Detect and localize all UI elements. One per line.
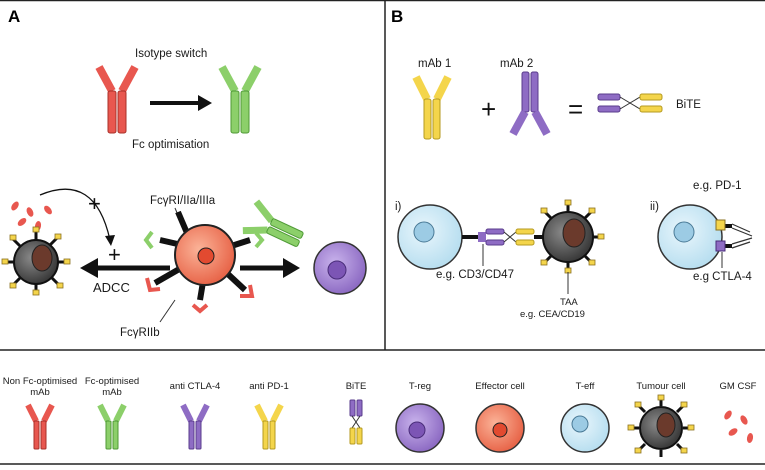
panel-a-letter: A	[8, 7, 20, 26]
legend-bite: BiTE	[346, 381, 367, 392]
legend-tumour-cell-icon	[627, 394, 695, 457]
plus-mid-sign: +	[108, 242, 121, 267]
mab2-label: mAb 2	[500, 58, 533, 70]
receptor-tip-green-right	[254, 231, 265, 249]
mab1-label: mAb 1	[418, 58, 451, 70]
fc-optimisation-label: Fc optimisation	[132, 139, 209, 151]
legend-effector: Effector cell	[475, 381, 524, 392]
roman-ii-label: ii)	[650, 201, 659, 213]
inhibitory-receptor-label: FcγRIIb	[120, 327, 160, 339]
ctla4-receptor-icon	[715, 240, 726, 252]
switch-arrowhead	[198, 95, 212, 111]
receptor-tip-green	[143, 230, 154, 250]
legend-purple-antibody-icon	[180, 403, 210, 450]
isotype-switch-label: Isotype switch	[135, 48, 207, 60]
gmcsf-droplets-icon	[11, 201, 52, 231]
legend-tumour: Tumour cell	[636, 381, 685, 392]
tumour-cell-icon	[1, 226, 71, 296]
bite-label: BiTE	[676, 99, 701, 111]
legend-non-fc-line1: Non Fc-optimised	[3, 376, 77, 387]
bispecific-arms-icon	[731, 223, 753, 249]
tumour-cell-b-icon	[540, 199, 605, 274]
inhibitory-leader-line	[159, 299, 176, 323]
treg-cell-icon	[313, 241, 367, 295]
green-antibody-icon	[218, 65, 262, 134]
legend-yellow-antibody-icon	[254, 403, 284, 450]
gmcsf-arrowhead	[105, 235, 115, 246]
legend-fc-opt-line2: mAb	[102, 387, 122, 398]
legend-anti-ctla4: anti CTLA-4	[170, 381, 221, 392]
bound-green-antibody-icon	[242, 199, 304, 247]
activating-receptors-label: FcγRI/IIa/IIIa	[150, 195, 216, 207]
bite-bridge-icon	[485, 228, 535, 246]
receptor-tip-red-right	[240, 284, 255, 298]
roman-i-label: i)	[395, 201, 402, 213]
legend-non-fc-line2: mAb	[30, 387, 50, 398]
receptor-tip-red	[145, 277, 161, 293]
legend-treg-cell-icon	[395, 403, 445, 453]
gmcsf-curved-arrow	[39, 188, 111, 241]
mab2-purple-antibody-icon	[509, 71, 551, 136]
legend-fc-opt-line1: Fc-optimised	[85, 376, 139, 387]
ctla4-label: e.g CTLA-4	[693, 271, 752, 283]
legend-teff-cell-icon	[560, 403, 610, 453]
pd1-label: e.g. PD-1	[693, 180, 742, 192]
legend-teff: T-eff	[576, 381, 595, 392]
effector-cell-icon	[153, 210, 251, 301]
receptor-tip-red-bottom	[191, 303, 209, 314]
legend-green-antibody-icon	[97, 403, 127, 450]
legend-bite-icon	[349, 399, 363, 445]
legend-red-antibody-icon	[25, 403, 55, 450]
teff-cell-i-icon	[397, 204, 463, 270]
mab1-yellow-antibody-icon	[412, 75, 452, 140]
treg-arrowhead	[283, 258, 300, 278]
mab-plus-sign: +	[481, 94, 496, 124]
legend-treg: T-reg	[409, 381, 431, 392]
cd3-label: e.g. CD3/CD47	[436, 269, 514, 281]
cd3-receptor-icon	[478, 232, 486, 242]
legend-effector-cell-icon	[475, 403, 525, 453]
panel-b-letter: B	[391, 7, 403, 26]
adcc-arrowhead	[80, 258, 98, 278]
legend-gmcsf: GM CSF	[720, 381, 757, 392]
teff-cell-ii-icon	[657, 204, 723, 270]
red-antibody-icon	[95, 65, 139, 134]
legend-anti-pd1: anti PD-1	[249, 381, 289, 392]
legend-gmcsf-droplets-icon	[724, 410, 754, 443]
bite-equals-sign: =	[568, 94, 583, 124]
pd1-receptor-icon	[715, 219, 726, 231]
bite-molecule-icon	[597, 93, 663, 113]
adcc-label: ADCC	[93, 280, 130, 295]
taa-label: TAA	[560, 297, 578, 308]
cea-label: e.g. CEA/CD19	[520, 309, 585, 320]
